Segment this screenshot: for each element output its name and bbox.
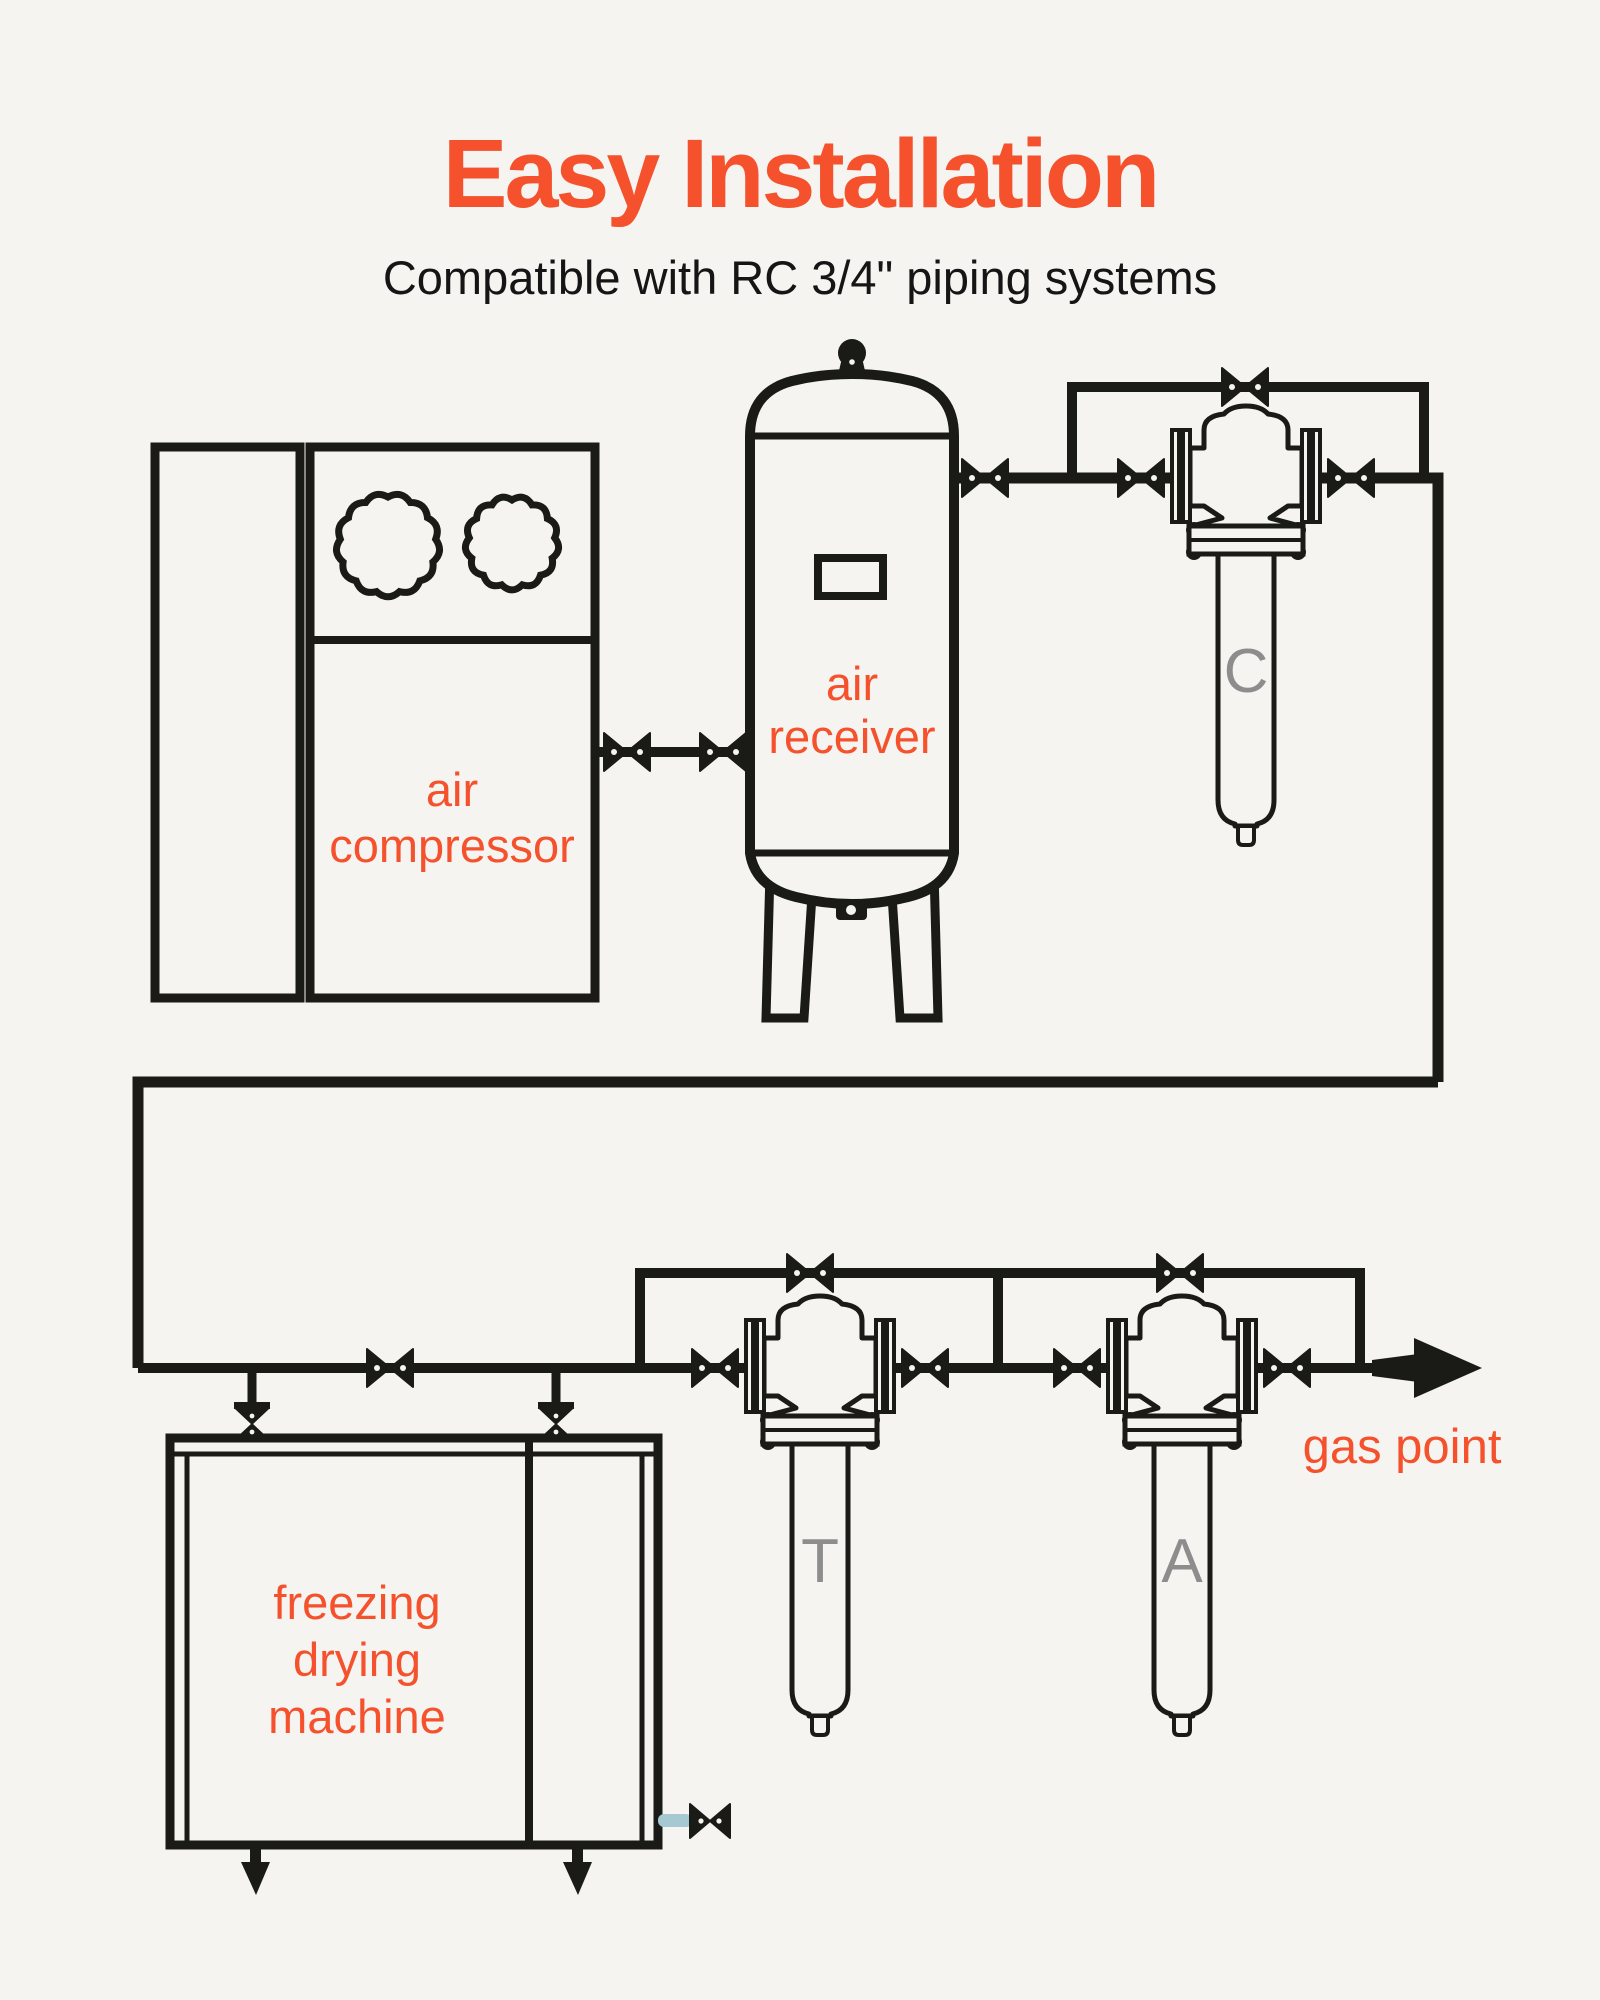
a-filter-letter: A — [1161, 1527, 1203, 1596]
fitting-icon — [233, 1401, 271, 1440]
air-compressor-label-line1: air — [426, 763, 478, 816]
tank-drain — [836, 900, 867, 920]
valve-icon — [1327, 458, 1375, 498]
air-receiver-label-line1: air — [826, 657, 878, 710]
page-subtitle: Compatible with RC 3/4" piping systems — [383, 251, 1217, 304]
valve-icon — [699, 732, 747, 772]
tank-leg-left — [761, 871, 818, 1023]
machine-label-line2: drying — [293, 1633, 421, 1686]
valve-icon — [691, 1348, 739, 1388]
valve-icon — [1221, 367, 1269, 407]
machine-drain-valve — [658, 1803, 731, 1839]
valve-icon — [901, 1348, 949, 1388]
condensate-arrow-right — [563, 1845, 592, 1895]
gas-point-label: gas point — [1303, 1420, 1502, 1474]
valve-icon — [1156, 1253, 1204, 1293]
air-compressor-label-line2: compressor — [329, 819, 575, 872]
fan-icon — [333, 490, 443, 601]
valve-icon — [603, 732, 651, 772]
air-receiver-tank: air receiver — [745, 339, 959, 1023]
a-filter: A — [1108, 1296, 1256, 1735]
machine-label-line1: freezing — [273, 1576, 440, 1629]
t-filter: T — [746, 1296, 894, 1735]
page-title: Easy Installation — [443, 119, 1158, 228]
valve-icon — [366, 1348, 414, 1388]
tank-leg-right — [886, 871, 943, 1023]
valve-icon — [786, 1253, 834, 1293]
freezing-drying-machine: freezing drying machine — [165, 1433, 731, 1895]
compressor-left-cabinet — [150, 442, 305, 1003]
c-filter-letter: C — [1224, 637, 1269, 706]
tank-body — [745, 368, 959, 910]
compressor-right-cabinet — [305, 442, 600, 1003]
air-receiver-label-line2: receiver — [768, 710, 935, 763]
gas-point-arrow — [1310, 1338, 1482, 1398]
tank-nameplate — [814, 554, 887, 600]
condensate-arrow-left — [241, 1845, 270, 1895]
machine-label-line3: machine — [268, 1690, 446, 1743]
valve-icon — [1263, 1348, 1311, 1388]
pipe-receiver-to-c-filter — [954, 472, 1444, 1082]
valve-icon — [1053, 1348, 1101, 1388]
air-compressor: air compressor — [150, 442, 600, 1003]
c-filter: C — [1172, 406, 1320, 845]
fan-icon — [461, 493, 563, 594]
t-filter-letter: T — [801, 1527, 839, 1596]
machine-outer-box — [165, 1433, 663, 1850]
fitting-icon — [537, 1401, 575, 1440]
valve-icon — [961, 458, 1009, 498]
valve-icon — [1117, 458, 1165, 498]
pipe-return-line — [132, 1076, 1438, 1368]
